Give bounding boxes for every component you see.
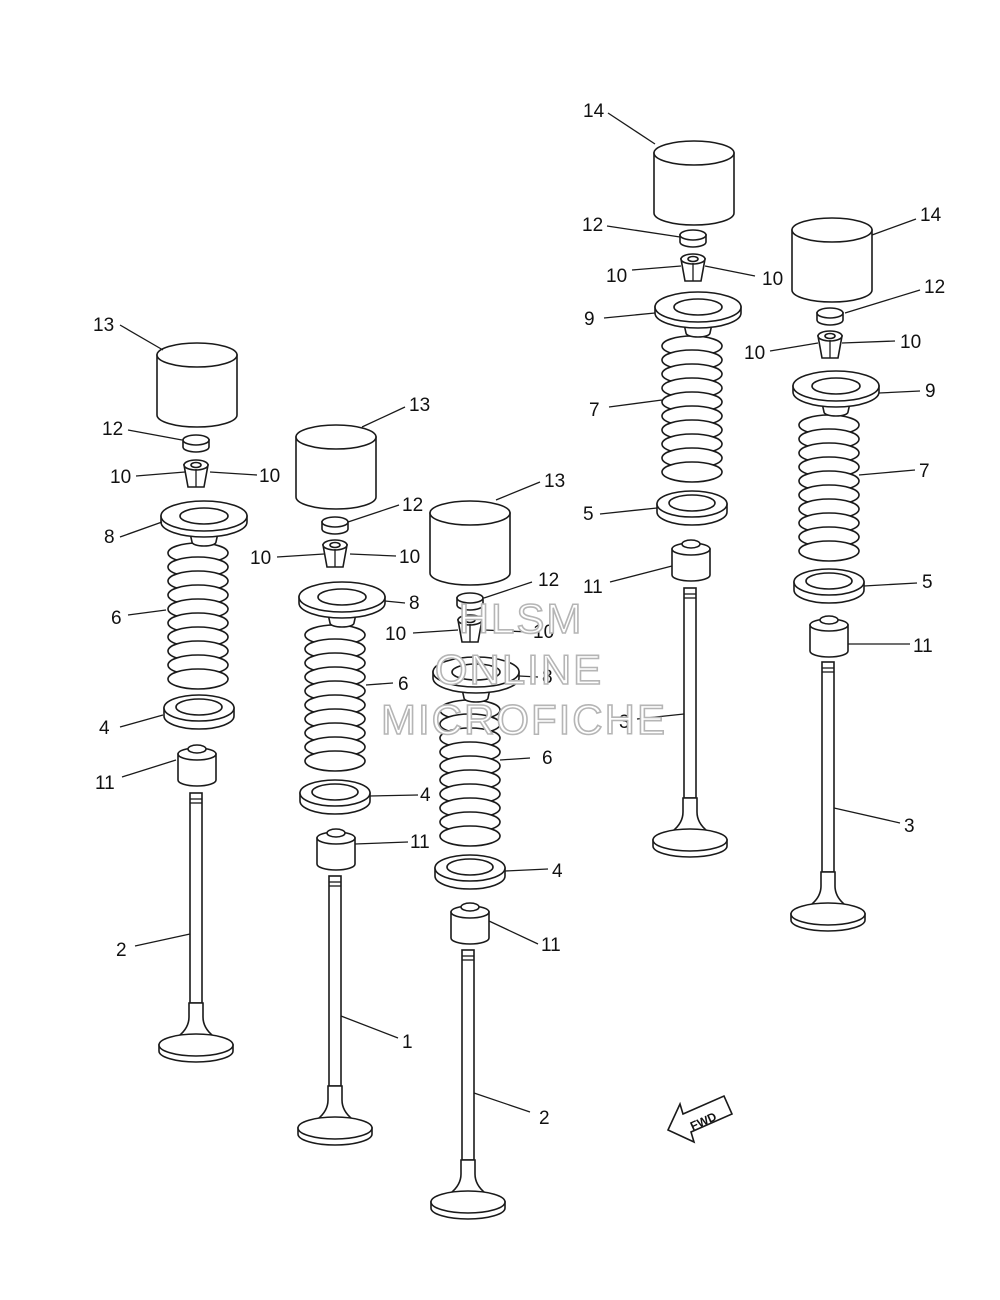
callout-11-center-right: 11: [583, 577, 603, 598]
shim-12-right: [816, 307, 844, 326]
watermark: HLSM ONLINE MICROFICHE: [380, 594, 667, 744]
valve-lifter-13-center: [429, 500, 511, 586]
callout-9-center-right: 9: [584, 309, 595, 330]
callout-4-left: 4: [99, 718, 110, 739]
valve-1: [297, 875, 373, 1146]
stem-seal-11-center-right: [671, 539, 711, 582]
valve-spring-7-center-right: [661, 335, 723, 483]
cotter-10-center-right: [680, 253, 706, 282]
valve-spring-6-left: [167, 542, 229, 690]
shim-12-left: [182, 434, 210, 453]
spring-retainer-8-left: [160, 500, 248, 547]
callout-10-right-a: 10: [744, 343, 765, 364]
callout-12-right: 12: [924, 277, 945, 298]
stem-seal-11-center-left: [316, 828, 356, 871]
callout-5-right: 5: [922, 572, 933, 593]
stem-seal-11-right: [809, 615, 849, 658]
valve-assembly-left: [156, 342, 248, 1063]
callout-12-center: 12: [538, 570, 559, 591]
callout-12-center-right: 12: [582, 215, 603, 236]
callout-7-right: 7: [919, 461, 930, 482]
valve-lifter-13-left: [156, 342, 238, 428]
callout-6-center-left: 6: [398, 674, 409, 695]
callout-5-center-right: 5: [583, 504, 594, 525]
spring-seat-4-center: [434, 854, 506, 890]
valve-2-center: [430, 949, 506, 1220]
watermark-line-1: HLSM: [459, 595, 584, 642]
callout-7-center-right: 7: [589, 400, 600, 421]
valve-lifter-14-center-right: [653, 140, 735, 226]
callout-8-center: 8: [542, 667, 553, 688]
spring-retainer-9-right: [792, 370, 880, 417]
valve-assembly-center-left: [295, 424, 386, 1146]
spring-seat-5-center-right: [656, 490, 728, 526]
callout-4-center-left: 4: [420, 785, 431, 806]
callout-1: 1: [402, 1032, 413, 1053]
callout-11-right: 11: [913, 636, 933, 657]
spring-retainer-9-center-right: [654, 291, 742, 338]
callout-8-left: 8: [104, 527, 115, 548]
callout-11-center-left: 11: [410, 832, 430, 853]
callout-10-center-right-b: 10: [762, 269, 783, 290]
callout-11-center: 11: [541, 935, 561, 956]
callout-10-right-b: 10: [900, 332, 921, 353]
callout-4-center: 4: [552, 861, 563, 882]
callout-10-center-left-b: 10: [399, 547, 420, 568]
callout-10-center-b: 10: [533, 622, 554, 643]
leader-lines: [119, 112, 921, 1113]
callout-14-right: 14: [920, 205, 942, 226]
valve-2-left: [158, 792, 234, 1063]
spring-seat-5-right: [793, 568, 865, 604]
callout-3-right: 3: [904, 816, 915, 837]
shim-12-center-left: [321, 516, 349, 535]
callout-11-left: 11: [95, 773, 115, 794]
shim-12-center-right: [679, 229, 707, 248]
callout-12-left: 12: [102, 419, 123, 440]
cotter-10-right: [817, 330, 843, 359]
valve-lifter-13-center-left: [295, 424, 377, 510]
stem-seal-11-center: [450, 902, 490, 945]
callout-9-right: 9: [925, 381, 936, 402]
callout-10-center-left-a: 10: [250, 548, 271, 569]
callout-8-center-left: 8: [409, 593, 420, 614]
callout-13-left: 13: [93, 315, 114, 336]
callout-6-center: 6: [542, 748, 553, 769]
cotter-10-left: [183, 459, 209, 488]
callout-3-center-right: 3: [619, 712, 630, 733]
spring-seat-4-center-left: [299, 779, 371, 815]
callout-2-center: 2: [539, 1108, 550, 1129]
callout-14-center-right: 14: [583, 101, 605, 122]
valve-assembly-right: [790, 217, 880, 932]
valve-spring-6-center-left: [304, 624, 366, 772]
callout-2-left: 2: [116, 940, 127, 961]
valve-3-right: [790, 661, 866, 932]
callout-12-center-left: 12: [402, 495, 423, 516]
watermark-line-3: MICROFICHE: [381, 696, 667, 743]
callout-numbers: 13 12 10 10 8 6 4 11 2 13 12 10 10 8 6 4…: [93, 101, 945, 1129]
watermark-line-2: ONLINE: [435, 646, 603, 693]
valve-spring-7-right: [798, 414, 860, 562]
callout-13-center-left: 13: [409, 395, 430, 416]
spring-seat-4-left: [163, 694, 235, 730]
forward-direction-arrow: FWD: [666, 1094, 734, 1144]
callout-10-left-a: 10: [110, 467, 131, 488]
callout-10-center-right-a: 10: [606, 266, 627, 287]
callout-10-left-b: 10: [259, 466, 280, 487]
valve-lifter-14-right: [791, 217, 873, 303]
cotter-10-center-left: [322, 539, 348, 568]
callout-10-center-a: 10: [385, 624, 406, 645]
spring-retainer-8-center-left: [298, 581, 386, 628]
stem-seal-11-left: [177, 744, 217, 787]
callout-6-left: 6: [111, 608, 122, 629]
callout-13-center: 13: [544, 471, 565, 492]
valve-assembly-center-right: [652, 140, 742, 858]
